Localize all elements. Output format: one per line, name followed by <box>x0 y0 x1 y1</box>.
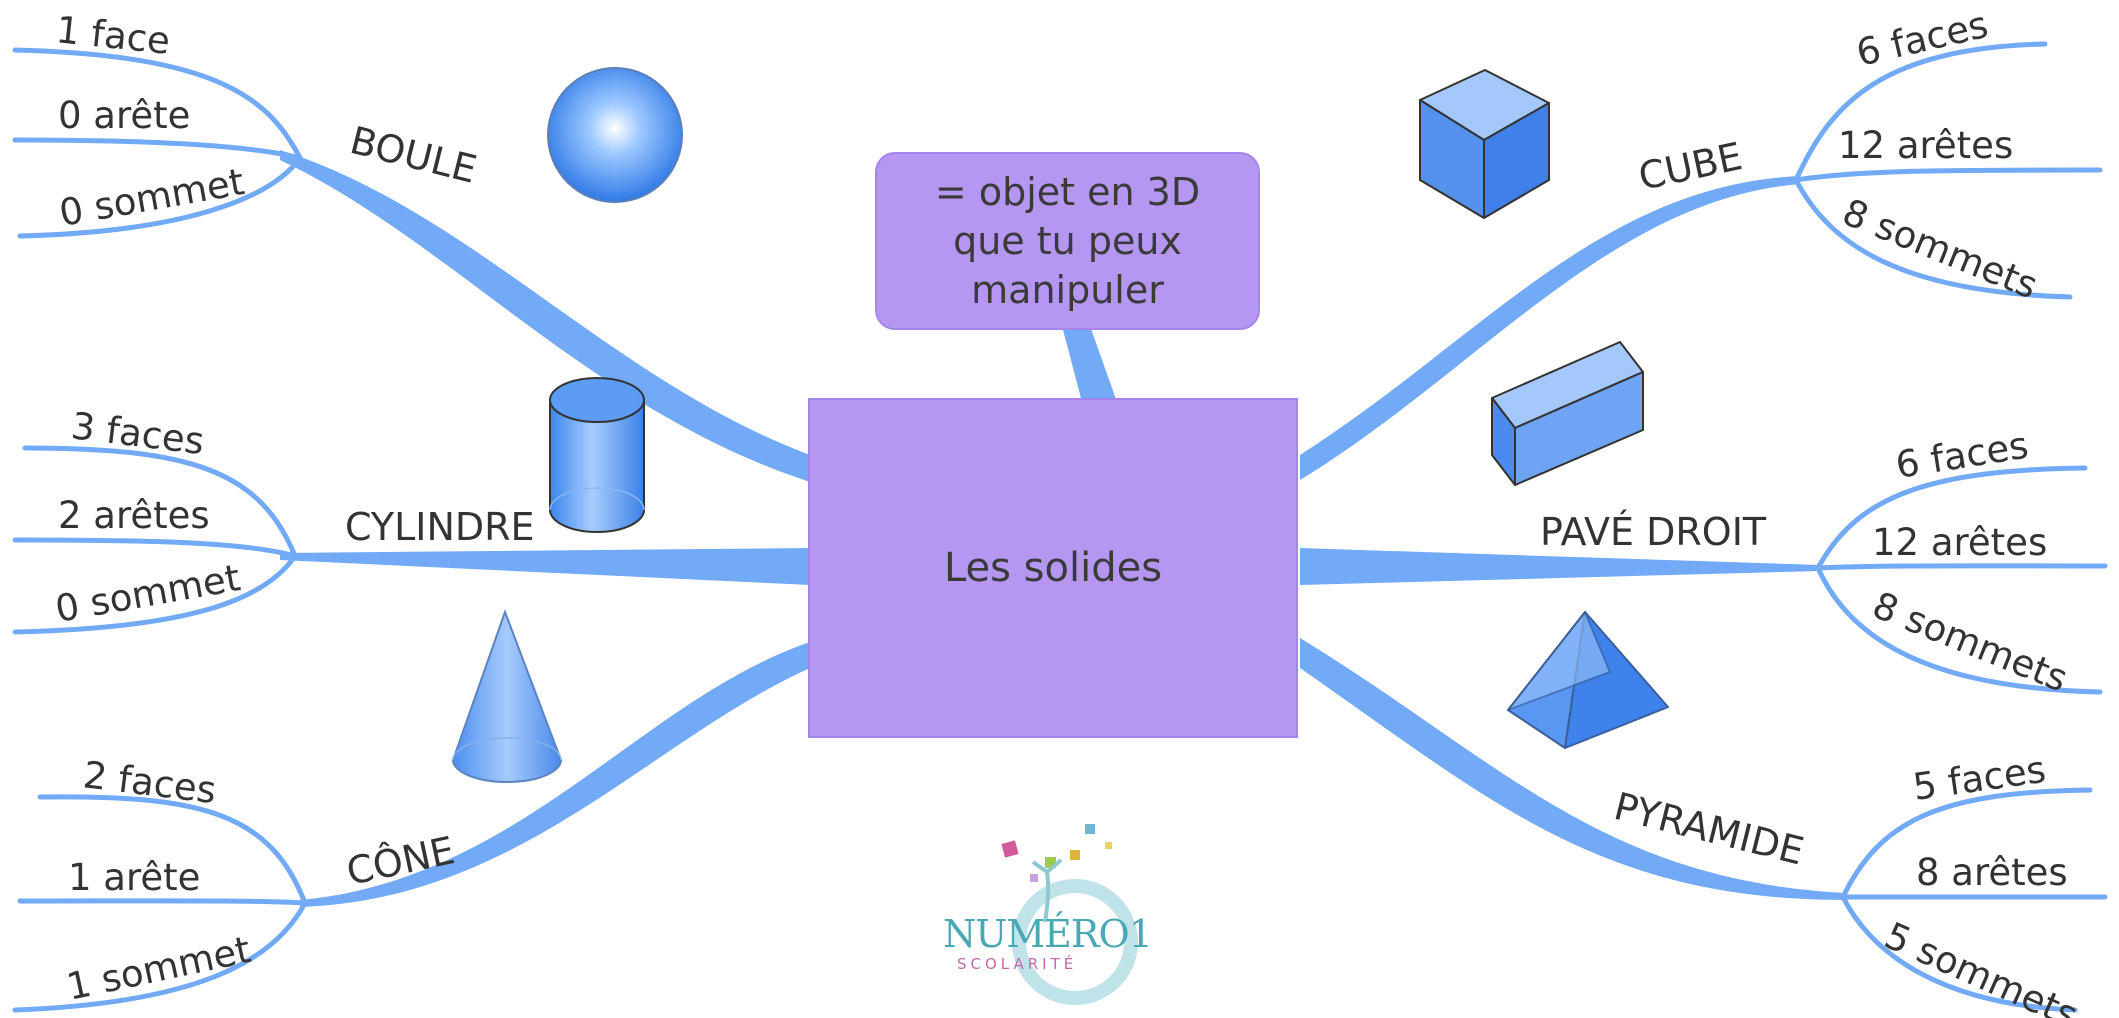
logo-graphic <box>1001 824 1138 1005</box>
connector-pave <box>1300 548 1820 585</box>
leaf-line-boule-2 <box>12 137 303 161</box>
leaf-line-pave-3 <box>1815 565 2103 695</box>
leaf-cylindre-2: 2 arêtes <box>58 494 210 537</box>
leaf-line-cone-2 <box>17 898 308 906</box>
leaf-line-cone-3 <box>12 900 308 1013</box>
cube-shape <box>1419 69 1550 219</box>
leaf-line-pave-2 <box>1815 563 2108 571</box>
leaf-pave-2: 12 arêtes <box>1872 521 2047 564</box>
logo-subtitle: SCOLARITÉ <box>957 955 1078 973</box>
branch-cylindre: CYLINDRE <box>345 505 535 549</box>
leaf-cube-3: 8 sommets <box>1837 190 2044 307</box>
leaf-boule-2: 0 arête <box>58 94 190 137</box>
definition-note: = objet en 3D que tu peux manipuler <box>875 152 1260 330</box>
leaf-cube-2: 12 arêtes <box>1838 124 2013 167</box>
leaf-line-cone-1 <box>37 794 308 906</box>
leaf-line-boule-1 <box>12 47 303 161</box>
leaves-left: 1 face 0 arête 0 sommet 3 faces 2 arêtes… <box>52 8 254 1009</box>
leaf-cone-2: 1 arête <box>68 856 200 899</box>
leaf-line-pyramide-1 <box>1840 787 2093 900</box>
numero1-logo: NUMÉRO1 SCOLARITÉ <box>935 812 1155 1007</box>
leaf-cone-1: 2 faces <box>81 753 219 812</box>
cone-shape <box>451 609 563 783</box>
leaf-line-cube-3 <box>1793 177 2073 300</box>
leaf-pave-3: 8 sommets <box>1867 583 2074 700</box>
branch-boule: BOULE <box>346 118 481 192</box>
pyramid-shape <box>1507 611 1669 749</box>
branch-pave: PAVÉ DROIT <box>1540 510 1767 554</box>
leaf-line-cylindre-3 <box>12 553 298 635</box>
leaf-cone-3: 1 sommet <box>63 928 254 1009</box>
central-topic: Les solides <box>808 398 1298 738</box>
note-line-1: = objet en 3D <box>934 169 1201 214</box>
leaf-line-pyramide-3 <box>1840 894 2078 1013</box>
leaf-line-cube-1 <box>1793 41 2048 183</box>
note-line-3: manipuler <box>971 267 1164 312</box>
logo-wordmark: NUMÉRO1 <box>943 912 1153 956</box>
connector-boule <box>280 150 810 482</box>
sphere-shape <box>547 67 683 203</box>
leaf-pyramide-3: 5 sommets <box>1878 914 2084 1018</box>
leaf-pyramide-1: 5 faces <box>1910 748 2048 809</box>
leaf-line-boule-3 <box>17 155 303 239</box>
leaf-line-cylindre-2 <box>12 537 298 559</box>
central-topic-title: Les solides <box>943 545 1163 591</box>
leaf-cylindre-1: 3 faces <box>69 404 207 463</box>
connector-cylindre <box>280 548 810 585</box>
leaf-line-cylindre-1 <box>22 445 298 559</box>
leaf-connectors <box>12 41 2108 1013</box>
main-connectors <box>280 150 1845 907</box>
note-line-2: que tu peux <box>953 218 1182 263</box>
leaf-pyramide-2: 8 arêtes <box>1916 851 2068 894</box>
leaf-line-cube-2 <box>1793 167 2103 183</box>
leaf-line-pave-1 <box>1815 465 2088 571</box>
connector-cone <box>300 642 810 907</box>
pave-shape <box>1491 341 1644 486</box>
cylinder-shape <box>549 377 645 533</box>
connector-note <box>1062 326 1117 402</box>
